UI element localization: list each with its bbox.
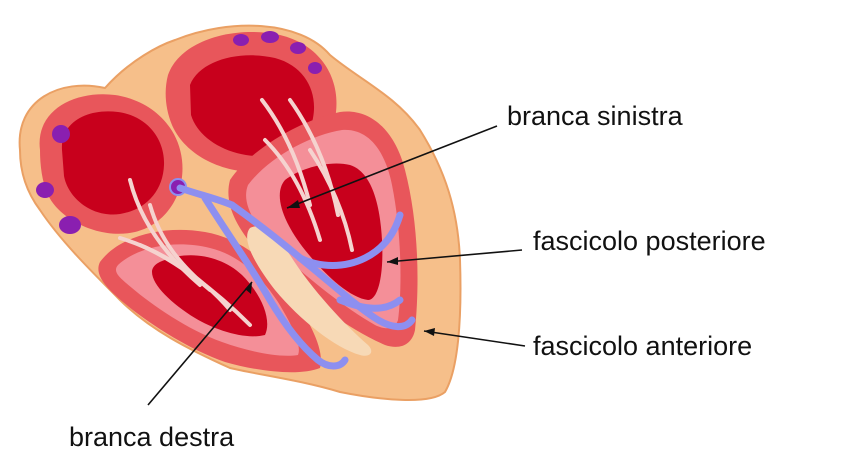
label-branca-destra: branca destra — [69, 424, 234, 451]
node-marker — [59, 216, 81, 234]
label-branca-sinistra: branca sinistra — [507, 103, 683, 130]
node-marker — [290, 42, 306, 54]
node-marker — [261, 31, 279, 43]
node-marker — [36, 182, 54, 198]
right-atrium-chamber — [62, 111, 164, 214]
label-fascicolo-anteriore: fascicolo anteriore — [533, 333, 752, 360]
node-marker — [233, 34, 249, 46]
node-marker — [308, 62, 322, 74]
label-fascicolo-posteriore: fascicolo posteriore — [533, 228, 766, 255]
node-marker — [52, 125, 70, 143]
